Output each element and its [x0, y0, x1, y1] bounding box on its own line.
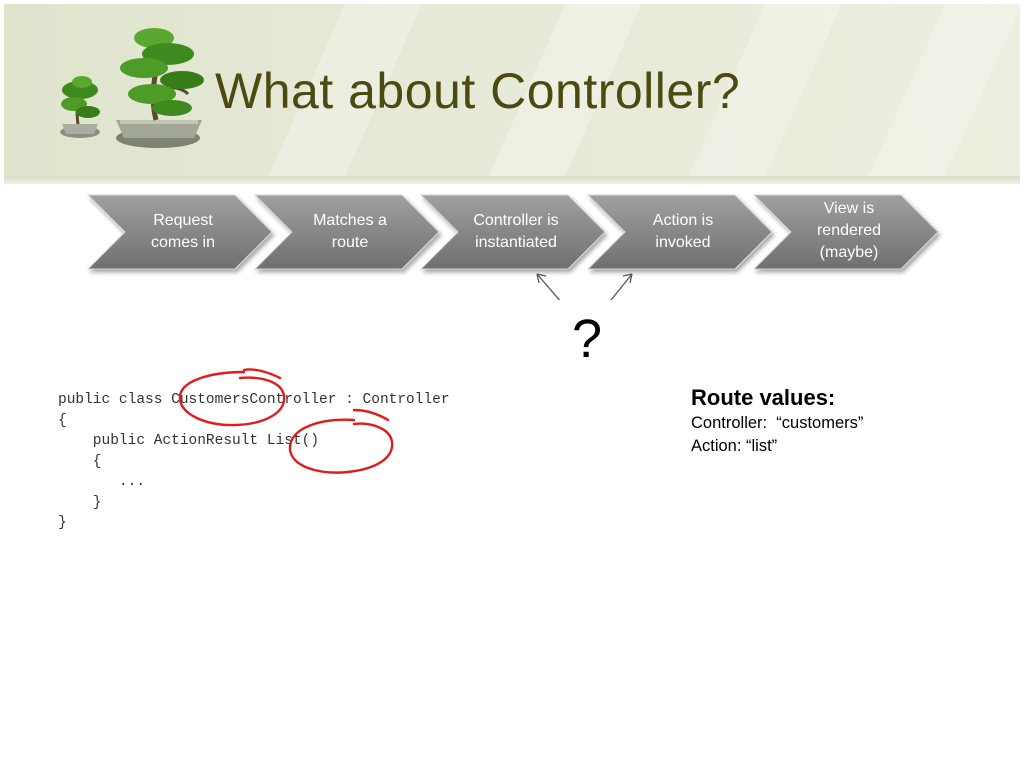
code-line: ...: [58, 474, 146, 490]
process-step-5-shape: [752, 194, 939, 270]
route-values-box: Route values: Controller: “customers” Ac…: [691, 384, 863, 458]
arrow-to-controller-step: [536, 273, 561, 300]
route-controller-value: Controller: “customers”: [691, 414, 864, 432]
code-line: {: [58, 453, 102, 470]
process-step-2-shape: [253, 194, 440, 270]
question-mark: ?: [572, 309, 603, 369]
banner-underline: [4, 176, 1020, 184]
arrow-head-left: [536, 273, 547, 284]
process-step-3-shape: [419, 194, 606, 270]
code-line: }: [58, 515, 67, 531]
route-action-value: Action: “list”: [691, 437, 778, 455]
code-snippet: public class CustomersController : Contr…: [58, 390, 450, 534]
tick-above-customers: [242, 368, 282, 380]
bonsai-logo-icon: [60, 28, 204, 148]
process-step-4-shape: [586, 194, 773, 270]
code-line: {: [58, 412, 67, 429]
process-step-1-shape: [86, 194, 273, 270]
code-line: public class CustomersController : Contr…: [58, 392, 450, 408]
process-step-5-label: View is rendered (maybe): [816, 200, 882, 261]
code-line: public ActionResult List(): [58, 433, 320, 449]
slide-title: What about Controller?: [215, 63, 741, 119]
process-step-2-label: Matches a route: [313, 212, 387, 251]
arrow-to-action-step: [610, 273, 633, 300]
arrow-head-right: [622, 273, 633, 284]
route-values-title: Route values:: [691, 385, 836, 410]
question-arrows: [536, 273, 633, 300]
process-step-3-label: Controller is instantiated: [473, 212, 559, 251]
process-step-4-label: Action is invoked: [652, 212, 714, 251]
process-step-1-label: Request comes in: [150, 212, 216, 251]
code-line: }: [58, 494, 102, 511]
process-flow: [86, 194, 939, 300]
